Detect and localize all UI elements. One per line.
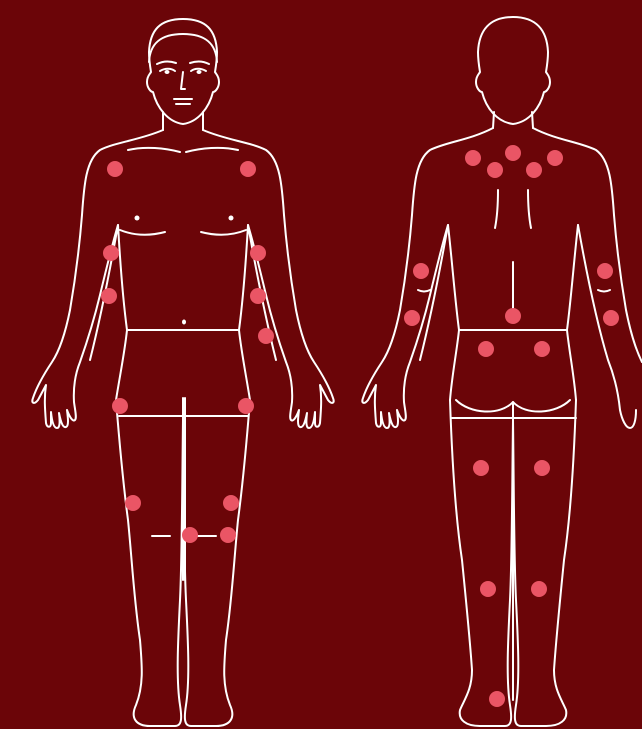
back-ankle-point[interactable] <box>489 691 505 707</box>
back-right-thigh-point[interactable] <box>534 460 550 476</box>
back-neck-left-inner-point[interactable] <box>487 162 503 178</box>
front-left-pupil <box>165 70 170 74</box>
front-right-upper-arm-point[interactable] <box>250 245 266 261</box>
front-right-elbow-point[interactable] <box>250 288 266 304</box>
front-right-forearm-point[interactable] <box>258 328 274 344</box>
front-right-hip-point[interactable] <box>238 398 254 414</box>
back-left-upper-arm-point[interactable] <box>413 263 429 279</box>
back-left-elbow-point[interactable] <box>404 310 420 326</box>
front-left-knee-inner-point[interactable] <box>182 527 198 543</box>
back-neck-right-outer-point[interactable] <box>547 150 563 166</box>
front-right-knee-outer-point[interactable] <box>223 495 239 511</box>
back-left-calf-point[interactable] <box>480 581 496 597</box>
back-neck-center-point[interactable] <box>505 145 521 161</box>
back-neck-left-outer-point[interactable] <box>465 150 481 166</box>
back-left-thigh-point[interactable] <box>473 460 489 476</box>
front-left-nipple <box>135 216 140 221</box>
front-navel <box>182 320 186 325</box>
front-right-shoulder-point[interactable] <box>240 161 256 177</box>
back-right-upper-arm-point[interactable] <box>597 263 613 279</box>
back-right-elbow-point[interactable] <box>603 310 619 326</box>
front-left-hip-point[interactable] <box>112 398 128 414</box>
front-left-knee-outer-point[interactable] <box>125 495 141 511</box>
front-right-knee-inner-point[interactable] <box>220 527 236 543</box>
back-lower-spine-point[interactable] <box>505 308 521 324</box>
front-left-shoulder-point[interactable] <box>107 161 123 177</box>
back-left-lumbar-point[interactable] <box>478 341 494 357</box>
front-right-nipple <box>229 216 234 221</box>
front-right-pupil <box>197 70 202 74</box>
front-left-elbow-point[interactable] <box>101 288 117 304</box>
back-neck-right-inner-point[interactable] <box>526 162 542 178</box>
back-right-lumbar-point[interactable] <box>534 341 550 357</box>
front-left-upper-arm-point[interactable] <box>103 245 119 261</box>
back-right-calf-point[interactable] <box>531 581 547 597</box>
